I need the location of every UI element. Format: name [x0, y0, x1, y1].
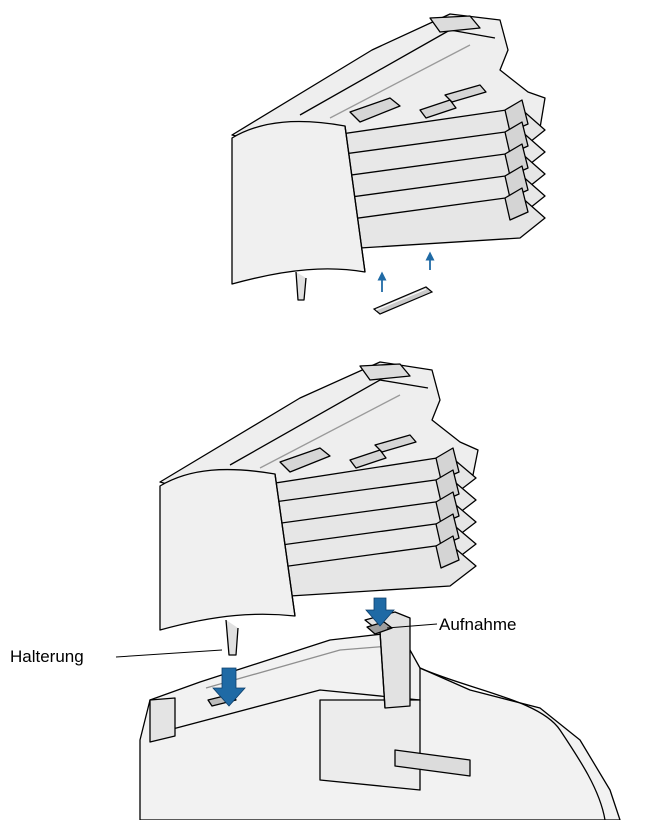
mailbox-top: [231, 13, 546, 301]
printer: [139, 611, 621, 820]
halterung-leader-line: [115, 649, 223, 658]
mailbox-top-leg: [295, 271, 307, 301]
insert-arrow-bracket: [212, 667, 246, 707]
down-arrow-icon: [212, 597, 395, 707]
mailbox-bottom: [159, 361, 479, 656]
up-arrow-icon: [377, 251, 435, 292]
mailbox-bottom-leg: [225, 619, 239, 656]
aufnahme-label: Aufnahme: [439, 615, 517, 634]
mailbox-top-front-cover: [231, 120, 366, 285]
insert-arrow-receptacle: [365, 597, 395, 627]
mailbox-bottom-front-cover: [159, 468, 296, 631]
halterung-label: Halterung: [10, 647, 84, 666]
bracket-bar: [372, 286, 434, 315]
aufnahme-leader-line: [386, 623, 438, 629]
